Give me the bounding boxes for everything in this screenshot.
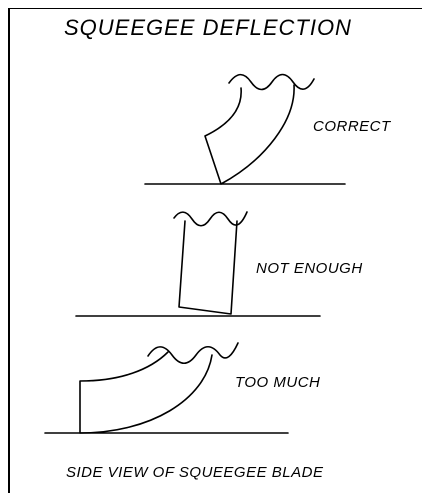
correct-squeegee-illustration [144,73,346,185]
frame-left-border [8,8,10,493]
correct-blade-shape [204,84,295,185]
correct-label: CORRECT [313,118,391,135]
not-enough-squeegee-illustration [75,211,321,317]
diagram-title: SQUEEGEE DEFLECTION [64,15,352,40]
too-much-wavy-break [147,342,239,365]
too-much-blade-shape [79,351,213,434]
frame-top-border [8,8,422,9]
not-enough-wavy-break [173,211,248,227]
too-much-label: TOO MUCH [235,374,321,391]
not-enough-blade-shape [178,220,238,315]
too-much-squeegee-illustration [44,342,289,434]
correct-wavy-break [228,73,315,91]
diagram-caption: SIDE VIEW OF SQUEEGEE BLADE [66,464,324,481]
not-enough-label: NOT ENOUGH [256,260,363,277]
